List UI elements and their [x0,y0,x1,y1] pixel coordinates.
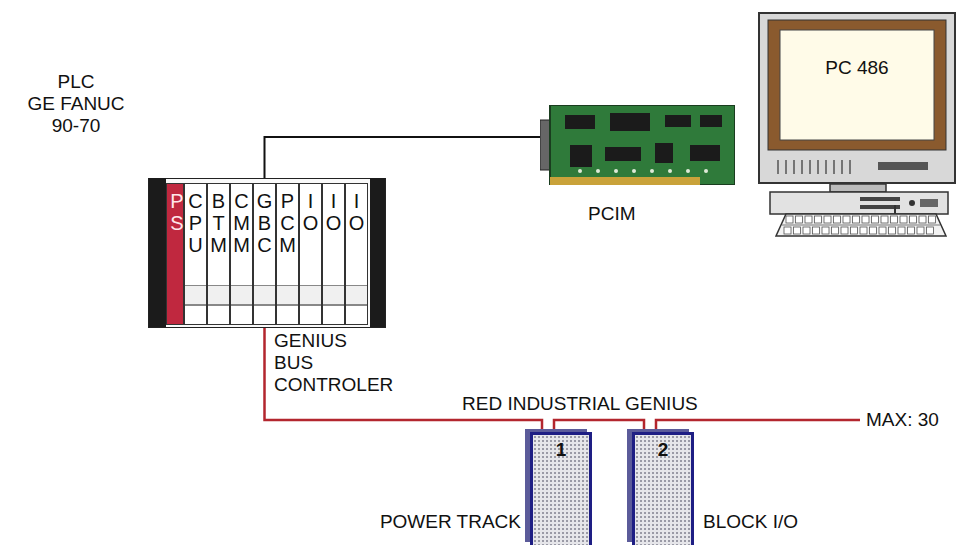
genius-bus-line [554,420,644,432]
key [881,216,888,223]
key [862,216,869,223]
max-devices-label: MAX: 30 [866,409,939,431]
io-module: IO [299,183,322,325]
pcim-card: PCIM [540,105,735,185]
module-label: IO [301,190,321,234]
module-label: CMM [232,190,252,256]
key [813,227,820,234]
gbc-module: GBC [253,183,276,325]
key [898,227,905,234]
device-number: 1 [533,439,589,461]
module-label: IO [347,190,367,234]
key [860,227,867,234]
key [851,227,858,234]
power-supply-module: PS [166,183,184,325]
key [796,216,803,223]
device-label: POWER TRACK [380,511,521,533]
key [803,227,810,234]
key [834,216,841,223]
key [891,216,898,223]
key [815,216,822,223]
module-label: IO [324,190,344,234]
key [900,216,907,223]
keyboard-keys [784,216,936,234]
key [841,227,848,234]
pc-monitor: PC 486 [758,12,956,184]
key [805,216,812,223]
rack-end-plate [370,178,385,327]
key [872,216,879,223]
key [919,216,926,223]
key [843,216,850,223]
genius-bus-line [265,325,543,432]
monitor-drawing [758,12,956,184]
cmm-module: CMM [230,183,253,325]
key [786,216,793,223]
device-number: 2 [635,439,691,461]
rack-end-plate [149,178,166,327]
module-label: PS [167,190,187,234]
key [908,227,915,234]
key [929,216,936,223]
genius-device: 2BLOCK I/O [632,432,694,545]
key [853,216,860,223]
pc-link [265,137,541,183]
key [794,227,801,234]
bus-controller-label: GENIUS BUS CONTROLER [274,330,393,396]
pc-base [770,184,948,236]
module-label: PCM [278,190,298,256]
key [870,227,877,234]
bus-extension [656,420,860,432]
pcim-board [540,105,735,185]
key [889,227,896,234]
btm-module: BTM [207,183,230,325]
module-label: BTM [209,190,229,256]
network-label: RED INDUSTRIAL GENIUS [462,393,698,415]
key [927,227,934,234]
io-module: IO [322,183,345,325]
io-module: IO [345,183,368,325]
key [832,227,839,234]
key [822,227,829,234]
module-label: CPU [186,190,206,256]
pcm-module: PCM [276,183,299,325]
card-label: PCIM [588,203,636,225]
key [784,227,791,234]
key [910,216,917,223]
device-label: BLOCK I/O [703,511,798,533]
plc-rack: PSCPUBTMCMMGBCPCMIOIOIOPLC GE FANUC 90-7… [148,178,386,328]
cpu-module: CPU [184,183,207,325]
pc-label: PC 486 [758,57,956,79]
plc-title: PLC GE FANUC 90-70 [21,71,131,137]
genius-device: 1POWER TRACK [530,432,592,545]
key [879,227,886,234]
key [824,216,831,223]
key [917,227,924,234]
module-label: GBC [255,190,275,256]
